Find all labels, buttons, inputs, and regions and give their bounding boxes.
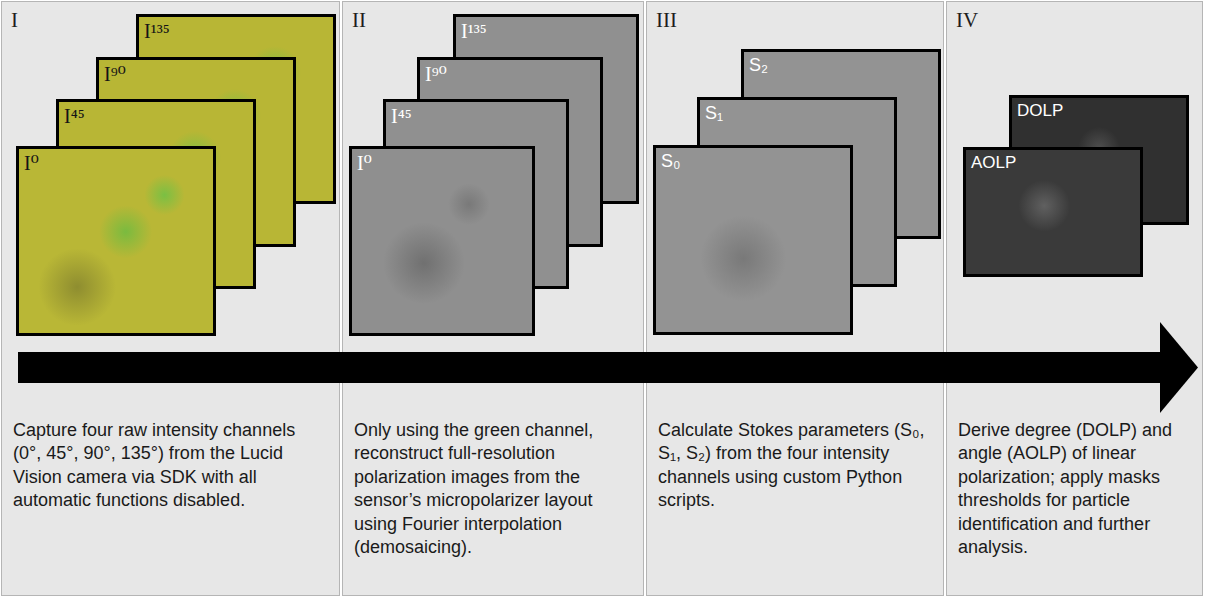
channel-label: I⁰	[357, 152, 372, 175]
channel-label: S₀	[661, 151, 680, 172]
image-frame: AOLP	[963, 147, 1143, 277]
channel-label: S₂	[749, 55, 768, 76]
step-numeral: I	[11, 8, 18, 32]
channel-label: I¹³⁵	[461, 20, 487, 43]
step-panel: II Only using the green channel, reconstr…	[342, 1, 644, 596]
step-description: Calculate Stokes parameters (S₀, S₁, S₂)…	[658, 419, 932, 513]
channel-label: DOLP	[1017, 101, 1063, 121]
image-frame: I⁰	[349, 146, 535, 336]
step-panel: I Capture four raw intensity channels (0°…	[1, 1, 340, 596]
step-panel: IV Derive degree (DOLP) and angle (AOLP) …	[946, 1, 1203, 596]
channel-label: I⁴⁵	[64, 105, 85, 128]
step-numeral: IV	[956, 8, 978, 32]
channel-label: I⁴⁵	[391, 105, 412, 128]
channel-label: AOLP	[971, 153, 1016, 173]
channel-label: I⁹⁰	[104, 63, 126, 86]
process-arrow-head	[1160, 322, 1198, 413]
step-description: Capture four raw intensity channels (0°,…	[13, 419, 328, 513]
image-frame: I⁰	[16, 146, 216, 336]
channel-label: S₁	[705, 103, 723, 124]
process-arrow-shaft	[18, 352, 1163, 383]
step-description: Derive degree (DOLP) and angle (AOLP) of…	[958, 419, 1191, 559]
step-numeral: II	[352, 8, 366, 32]
image-frame: S₀	[653, 145, 853, 335]
channel-label: I⁰	[24, 152, 39, 175]
step-description: Only using the green channel, reconstruc…	[354, 419, 632, 559]
channel-label: I⁹⁰	[425, 63, 447, 86]
channel-label: I¹³⁵	[144, 20, 170, 43]
step-panel: III Calculate Stokes parameters (S₀, S₁, …	[646, 1, 944, 596]
step-numeral: III	[656, 8, 677, 32]
